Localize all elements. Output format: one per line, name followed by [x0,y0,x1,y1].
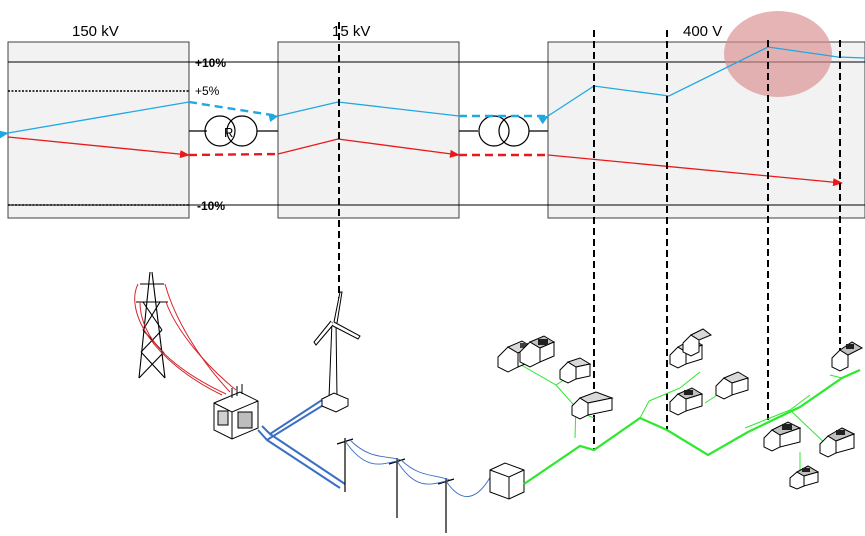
overhead-lines [344,439,493,497]
house-icon [559,357,592,384]
transformer-icon [459,115,548,147]
regulator-tag: R [224,125,233,140]
house-icon [682,328,712,357]
wind-turbine-icon [313,291,361,413]
regulating-transformer-icon [189,115,278,147]
upper-limit-label: +10% [195,56,226,70]
solar-house-icon [789,465,820,490]
zone-15kv-box [277,41,460,219]
house-icon [715,371,750,400]
house-icon [571,391,614,420]
highlight-circle [724,11,832,97]
zone-150kv-box [7,41,190,219]
zone-15kv-label: 15 kV [332,23,370,40]
solar-house-icon [819,427,856,458]
zone-400v-label: 400 V [683,23,722,40]
tower-wires [134,283,237,396]
substation-transformer-icon [213,384,259,440]
zone-150kv-label: 150 kV [72,23,119,40]
measurement-drop-lines [338,22,841,450]
solar-house-icon [763,421,802,452]
mv-cable [257,396,346,489]
lv-network [523,368,861,485]
solar-house-icon [669,387,704,416]
distribution-cabinet-icon [489,462,525,500]
lower-limit-label: -10% [197,199,225,213]
transmission-tower-icon [136,271,168,379]
solar-house-icon [831,341,864,372]
mid-limit-label: +5% [195,84,220,98]
solar-house-icon [519,335,556,368]
blue-voltage-profile [0,46,865,139]
